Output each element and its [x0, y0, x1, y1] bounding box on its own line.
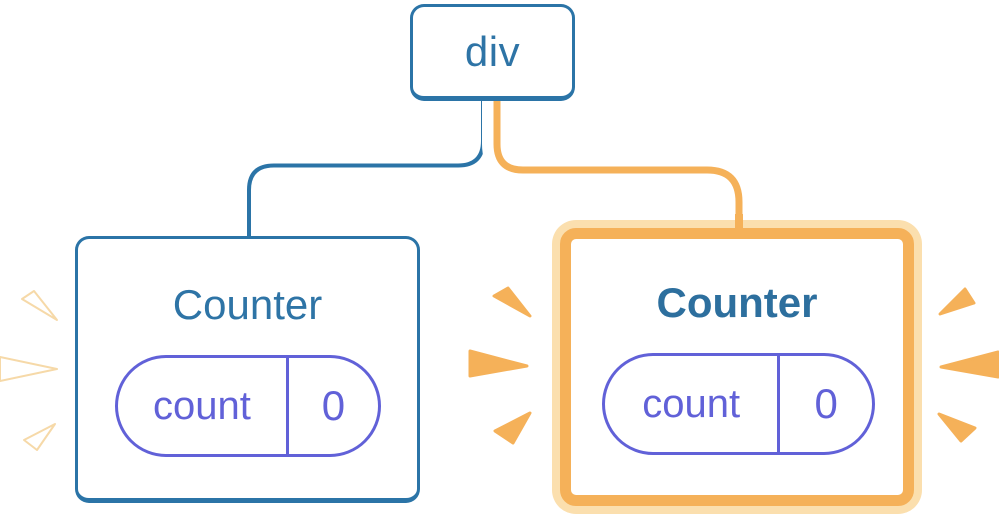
root-node-label: div: [464, 27, 521, 75]
state-key-label-2: count: [605, 356, 781, 452]
counter-title-2: Counter: [656, 279, 818, 326]
counter-card-1: Counter count 0: [75, 236, 420, 503]
root-node: div: [410, 4, 575, 101]
edge-core-patch: [735, 214, 743, 232]
state-value-label-2: 0: [814, 380, 838, 427]
edge-root-to-counter-2: [493, 98, 743, 232]
edge-root-to-counter-1: [247, 98, 485, 240]
state-pill-1: count 0: [115, 355, 381, 457]
counter-title-1: Counter: [172, 281, 323, 328]
edge-root-to-counter-2-casing: [482, 98, 754, 218]
state-value-label-1: 0: [321, 382, 346, 429]
counter-card-2: Counter count 0: [560, 228, 914, 506]
state-pill-2: count 0: [602, 353, 875, 455]
state-key-label-1: count: [118, 358, 289, 454]
